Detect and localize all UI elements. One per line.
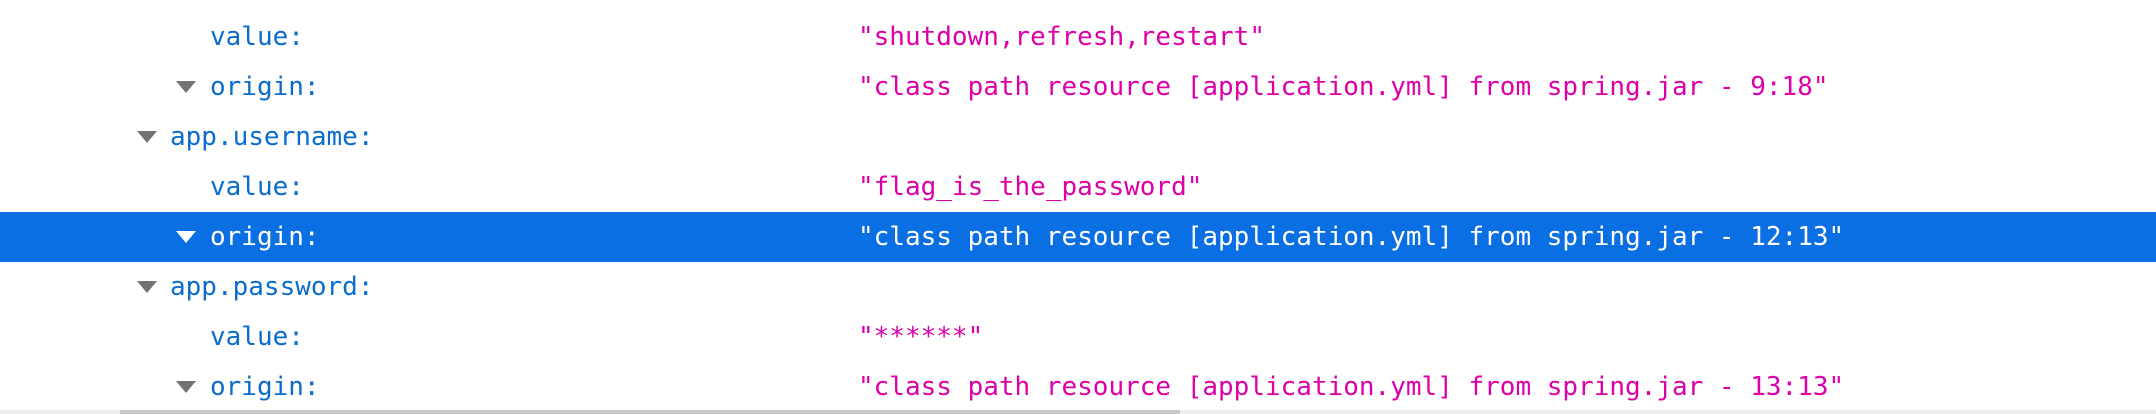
triangle-down-icon[interactable]: [176, 81, 196, 93]
tree-row-app-password[interactable]: app.password:: [0, 262, 2156, 312]
property-value: "class path resource [application.yml] f…: [858, 372, 1845, 402]
triangle-down-icon[interactable]: [137, 281, 157, 293]
property-value: "class path resource [application.yml] f…: [858, 222, 1845, 252]
tree-row-username-value[interactable]: value: "flag_is_the_password": [0, 162, 2156, 212]
property-key: value:: [210, 172, 304, 202]
tree-row-actions-origin[interactable]: origin: "class path resource [applicatio…: [0, 62, 2156, 112]
property-value: "flag_is_the_password": [858, 172, 1203, 202]
triangle-down-icon[interactable]: [176, 231, 196, 243]
scrollbar-thumb[interactable]: [120, 410, 1180, 414]
property-value: "******": [858, 322, 984, 352]
tree-row-password-value[interactable]: value: "******": [0, 312, 2156, 362]
property-key: origin:: [210, 222, 320, 252]
tree-row-actions-value[interactable]: value: "shutdown,refresh,restart": [0, 12, 2156, 62]
property-key: value:: [210, 322, 304, 352]
property-key: origin:: [210, 372, 320, 402]
property-key: value:: [210, 22, 304, 52]
tree-row-username-origin[interactable]: origin: "class path resource [applicatio…: [0, 212, 2156, 262]
tree-row-password-origin[interactable]: origin: "class path resource [applicatio…: [0, 362, 2156, 410]
triangle-down-icon[interactable]: [137, 131, 157, 143]
property-key: origin:: [210, 72, 320, 102]
triangle-down-icon[interactable]: [176, 381, 196, 393]
property-key: app.password:: [170, 272, 374, 302]
property-value: "shutdown,refresh,restart": [858, 22, 1265, 52]
property-key: app.username:: [170, 122, 374, 152]
property-value: "class path resource [application.yml] f…: [858, 72, 1829, 102]
horizontal-scrollbar[interactable]: [0, 410, 2156, 414]
tree-row-app-username[interactable]: app.username:: [0, 112, 2156, 162]
